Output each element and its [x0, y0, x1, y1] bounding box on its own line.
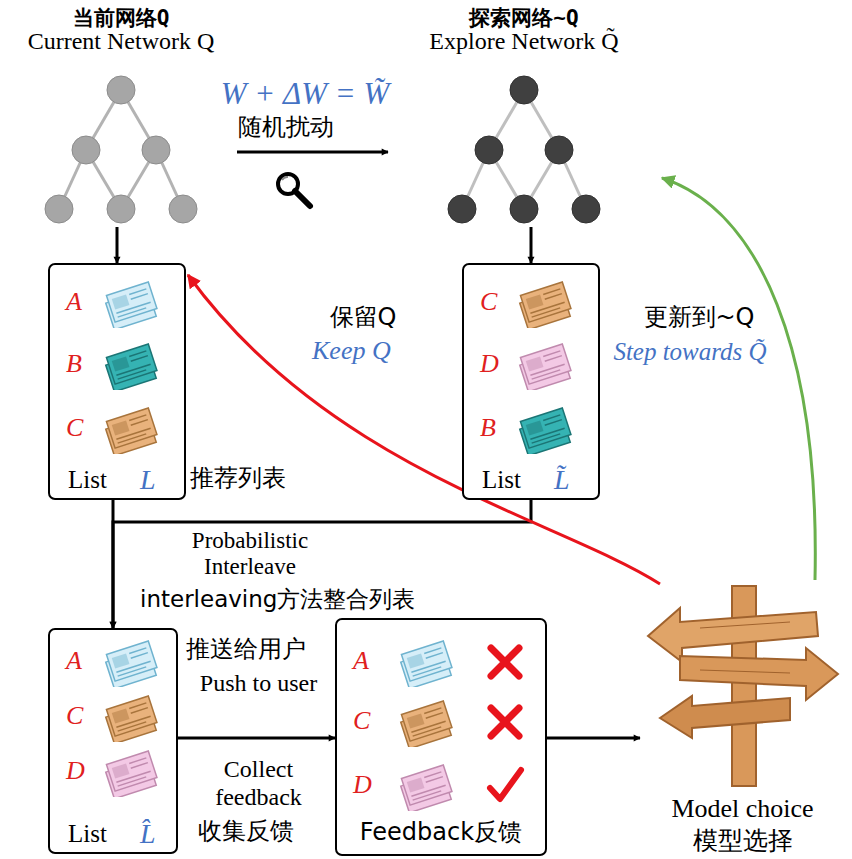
connector-arrow — [113, 500, 531, 628]
news-icon — [100, 340, 164, 390]
item-letter: C — [480, 287, 497, 317]
cross-mark — [485, 642, 525, 682]
news-item: D — [472, 337, 590, 393]
list-label: List — [68, 820, 107, 848]
news-icon — [395, 697, 459, 747]
news-icon — [100, 404, 164, 454]
news-icon — [100, 747, 164, 797]
news-item: B — [472, 401, 590, 457]
check-mark — [485, 766, 525, 806]
feedback-label: Feedback反馈 — [337, 816, 545, 848]
network-title-zh: 当前网络Q — [5, 4, 237, 32]
news-item: C — [58, 691, 168, 743]
list-symbol: L̃ — [554, 464, 570, 496]
list-symbol: L̂ — [140, 818, 156, 850]
list-box: List L̂ ACD — [48, 628, 178, 854]
update-label-zh: 更新到~Q — [634, 304, 764, 332]
perturb-label: 随机扰动 — [238, 114, 334, 142]
push-label: Push to user — [186, 670, 331, 698]
item-letter: D — [353, 770, 372, 800]
connector-arrow — [547, 737, 640, 740]
feedback-box: Feedback反馈 AC D — [335, 618, 547, 856]
news-item: D — [345, 758, 537, 814]
news-item: C — [345, 694, 537, 750]
network-title-en: Current Network Q — [5, 28, 237, 55]
news-item: A — [58, 275, 176, 331]
item-letter: D — [480, 349, 499, 379]
news-icon — [395, 637, 459, 687]
interleave-label-zh: interleaving方法整合列表 — [140, 586, 415, 612]
item-letter: A — [66, 646, 82, 676]
network-icon — [388, 62, 660, 227]
connector-arrow — [116, 227, 119, 263]
item-letter: B — [480, 413, 496, 443]
item-letter: C — [353, 706, 370, 736]
news-icon — [100, 278, 164, 328]
news-icon — [100, 692, 164, 742]
magnifier-icon — [278, 174, 310, 206]
item-letter: A — [353, 646, 369, 676]
list-label: List — [482, 466, 521, 494]
model-choice-node: Model choice模型选择 — [640, 578, 845, 856]
signpost-icon — [640, 578, 845, 790]
keep-label-zh: 保留Q — [318, 304, 408, 332]
network-node: 当前网络QCurrent Network Q — [5, 2, 237, 227]
keep-label: Keep Q — [312, 336, 391, 366]
item-letter: A — [66, 287, 82, 317]
news-icon — [100, 637, 164, 687]
interleave-label: Probabilistic Interleave — [150, 528, 350, 581]
news-icon — [514, 404, 578, 454]
news-item: D — [58, 746, 168, 798]
news-icon — [514, 278, 578, 328]
push-label-zh: 推送给用户 — [186, 636, 306, 664]
list-label: List — [68, 466, 107, 494]
list-box: ListL推荐列表ABC — [48, 263, 186, 500]
model-choice-en: Model choice — [640, 794, 845, 824]
list-symbol: L — [140, 464, 156, 496]
item-letter: D — [66, 756, 85, 786]
item-letter: C — [66, 413, 83, 443]
item-letter: C — [66, 701, 83, 731]
news-item: C — [472, 275, 590, 331]
cross-mark — [485, 702, 525, 742]
network-title-en: Explore Network Q̃ — [388, 28, 660, 55]
news-icon — [395, 761, 459, 811]
list-caption: 推荐列表 — [190, 462, 286, 494]
formula-label: W + ΔW = W̃ — [190, 76, 420, 112]
step-label: Step towards Q̃ — [606, 338, 774, 367]
connector-arrow — [530, 227, 533, 263]
news-item: A — [58, 636, 168, 688]
connector-arrow — [662, 178, 815, 580]
item-letter: B — [66, 349, 82, 379]
collect-label: Collect feedback — [186, 756, 331, 811]
collect-label-zh: 收集反馈 — [198, 818, 294, 846]
model-choice-zh: 模型选择 — [640, 824, 845, 857]
news-item: B — [58, 337, 176, 393]
connector-arrow — [178, 737, 335, 740]
news-item: C — [58, 401, 176, 457]
network-title-zh: 探索网络~Q — [388, 4, 660, 32]
news-icon — [514, 340, 578, 390]
network-node: 探索网络~QExplore Network Q̃ — [388, 2, 660, 227]
news-item: A — [345, 634, 537, 690]
connector-arrow — [237, 151, 388, 154]
list-box: List L̃ C D B — [462, 263, 600, 500]
